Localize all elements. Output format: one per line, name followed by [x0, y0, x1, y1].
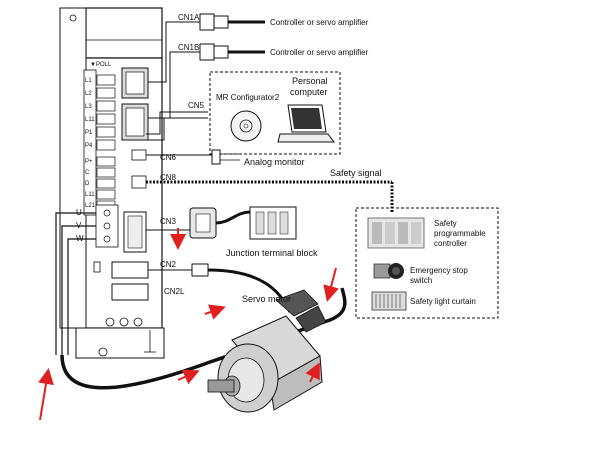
- cn5-label: CN5: [188, 101, 205, 110]
- svg-text:L3: L3: [85, 104, 92, 110]
- arrow-cable-icon: [177, 369, 200, 385]
- laptop-icon: [277, 104, 335, 143]
- analog-monitor-connection: CN6 Analog monitor: [146, 149, 305, 167]
- svg-text:L1: L1: [85, 78, 92, 84]
- light-curtain-label: Safety light curtain: [410, 297, 476, 306]
- svg-text:P4: P4: [85, 143, 93, 149]
- arrow-up-icon: [305, 362, 320, 383]
- red-arrows: [38, 228, 339, 421]
- pc-label-2: computer: [290, 87, 328, 97]
- cn2-label: CN2: [160, 260, 177, 269]
- safety-signal-label: Safety signal: [330, 168, 382, 178]
- cn1-cables: CN1A CN1B Controller or servo amplifier …: [148, 13, 369, 119]
- safety-plc-icon: [367, 217, 425, 249]
- safety-devices-box: Safety programmable controller Emergency…: [355, 207, 499, 319]
- safety-signal-connection: CN8 Safety signal: [146, 168, 394, 212]
- svg-text:C: C: [85, 170, 90, 176]
- junction-block-connection: CN3 Junction terminal block: [146, 206, 318, 258]
- personal-computer-box: MR Configurator2 Personal computer CN5: [188, 71, 341, 155]
- safety-plc-label-1: Safety: [434, 219, 457, 228]
- svg-text:P+: P+: [85, 159, 93, 165]
- svg-text:L11: L11: [85, 192, 95, 198]
- junction-block-label: Junction terminal block: [226, 248, 318, 258]
- svg-text:D: D: [85, 181, 90, 187]
- emergency-stop-icon: [373, 263, 404, 279]
- svg-text:L11: L11: [85, 117, 95, 123]
- safety-plc-label-2: programmable: [434, 229, 486, 238]
- estop-label-2: switch: [410, 276, 432, 285]
- arrow-up-icon-2: [38, 368, 54, 421]
- safety-plc-label-3: controller: [434, 239, 467, 248]
- analog-monitor-label: Analog monitor: [244, 157, 305, 167]
- estop-label-1: Emergency stop: [410, 266, 468, 275]
- pc-label-1: Personal: [292, 76, 328, 86]
- light-curtain-icon: [371, 291, 407, 311]
- servo-amplifier: ▼POLL L1 L2 L3 L11 P1 P4 P+ C D L11 L21: [59, 7, 165, 359]
- cn1b-label: CN1B: [178, 43, 199, 52]
- arrow-right-icon: [204, 304, 226, 320]
- cn3-label: CN3: [160, 217, 177, 226]
- cn1a-label: CN1A: [178, 13, 200, 22]
- mr-configurator-label: MR Configurator2: [216, 93, 280, 102]
- servo-motor-label: Servo motor: [242, 294, 291, 304]
- servo-motor: Servo motor: [207, 289, 327, 413]
- controller-label-2: Controller or servo amplifier: [270, 48, 369, 57]
- arrow-down-icon-2: [323, 267, 339, 302]
- cn6-label: CN6: [160, 153, 177, 162]
- encoder-cable: CN2 CN2L: [148, 260, 292, 313]
- cn8-label: CN8: [160, 173, 177, 182]
- controller-label-1: Controller or servo amplifier: [270, 18, 369, 27]
- cd-icon: [230, 110, 262, 142]
- svg-text:L2: L2: [85, 91, 92, 97]
- poll-label: ▼POLL: [90, 62, 112, 68]
- svg-text:P1: P1: [85, 130, 93, 136]
- svg-text:L21: L21: [85, 203, 96, 209]
- terminal-labels: L1 L2 L3 L11 P1 P4 P+ C D L11 L21: [85, 78, 96, 209]
- cn2l-label: CN2L: [164, 287, 185, 296]
- junction-block-icon: [249, 206, 297, 240]
